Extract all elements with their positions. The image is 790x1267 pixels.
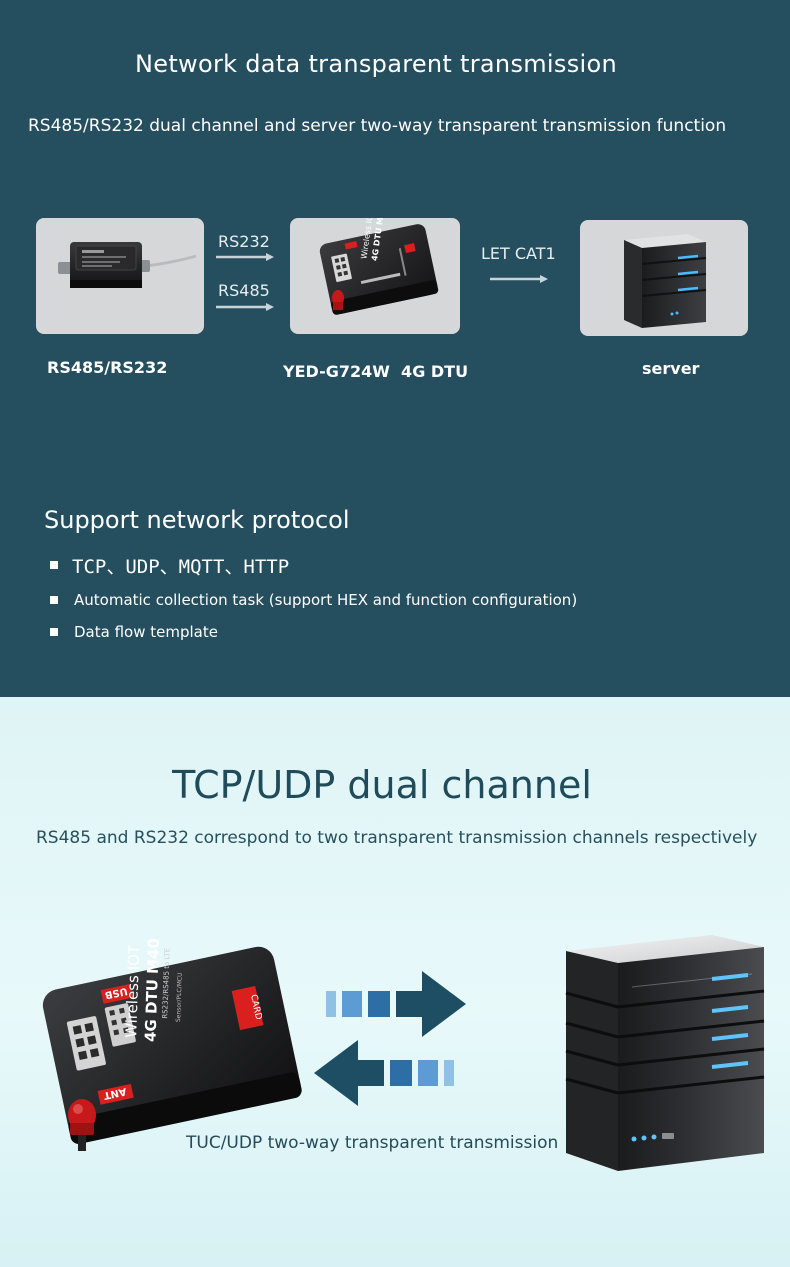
device-line2: 4G DTU M40: [141, 938, 163, 1042]
server-illustration: [624, 234, 707, 328]
dtu-device-illustration: Wireless IOT 4G DTU M40: [319, 218, 439, 315]
device-line1: Wireless IOT: [122, 944, 143, 1038]
dtu-image-card: Wireless IOT 4G DTU M40: [290, 218, 460, 334]
server-large-illustration: [565, 935, 765, 1171]
arrow-left-receive-icon: [314, 1040, 454, 1106]
device-spec1: RS232/RS485 to LTE: [161, 948, 171, 1019]
bullet-square-icon: [50, 628, 58, 636]
server-image-card: [580, 220, 748, 336]
flow-label-cat1: LET CAT1: [481, 244, 556, 263]
sensor-device-illustration: [58, 242, 197, 288]
sensor-image-card: [36, 218, 204, 334]
arrow-right-icon: [216, 303, 274, 311]
arrow-right-icon: [216, 253, 274, 261]
flow-label-rs485: RS485: [218, 281, 270, 300]
section-title-transmission: Network data transparent transmission: [135, 50, 617, 78]
section-subtitle-transmission: RS485/RS232 dual channel and server two-…: [28, 116, 727, 136]
caption-dtu: YED-G724W 4G DTU: [283, 362, 469, 381]
usb-label: USB: [104, 985, 129, 1001]
protocol-item-text: Automatic collection task (support HEX a…: [74, 591, 578, 609]
flow-label-rs232: RS232: [218, 232, 270, 251]
device-spec2: Sensor/PLC/MCU: [175, 972, 184, 1022]
list-item: Automatic collection task (support HEX a…: [50, 584, 577, 616]
caption-server: server: [642, 359, 700, 378]
list-item: Data flow template: [50, 616, 577, 648]
ant-label: ANT: [102, 1085, 127, 1101]
dtu-device-large-illustration: USB CARD ANT Wireless IOT 4G DTU M40 RS2…: [42, 938, 302, 1151]
top-section: Network data transparent transmission RS…: [0, 0, 790, 697]
bullet-square-icon: [50, 596, 58, 604]
protocol-list: TCP、UDP、MQTT、HTTP Automatic collection t…: [50, 552, 577, 648]
bottom-section: TCP/UDP dual channel RS485 and RS232 cor…: [0, 697, 790, 1267]
transmission-caption: TUC/UDP two-way transparent transmission: [186, 1133, 559, 1153]
list-item: TCP、UDP、MQTT、HTTP: [50, 552, 577, 578]
protocol-item-text: Data flow template: [74, 623, 218, 641]
arrow-right-transmit-icon: [326, 971, 466, 1037]
protocol-item-text: TCP、UDP、MQTT、HTTP: [72, 555, 290, 578]
caption-sensor: RS485/RS232: [47, 358, 168, 377]
bullet-square-icon: [50, 561, 58, 569]
section-title-protocol: Support network protocol: [44, 506, 350, 534]
arrow-right-icon: [490, 275, 548, 283]
section-subtitle-dual-channel: RS485 and RS232 correspond to two transp…: [36, 828, 758, 848]
section-title-dual-channel: TCP/UDP dual channel: [172, 763, 592, 807]
